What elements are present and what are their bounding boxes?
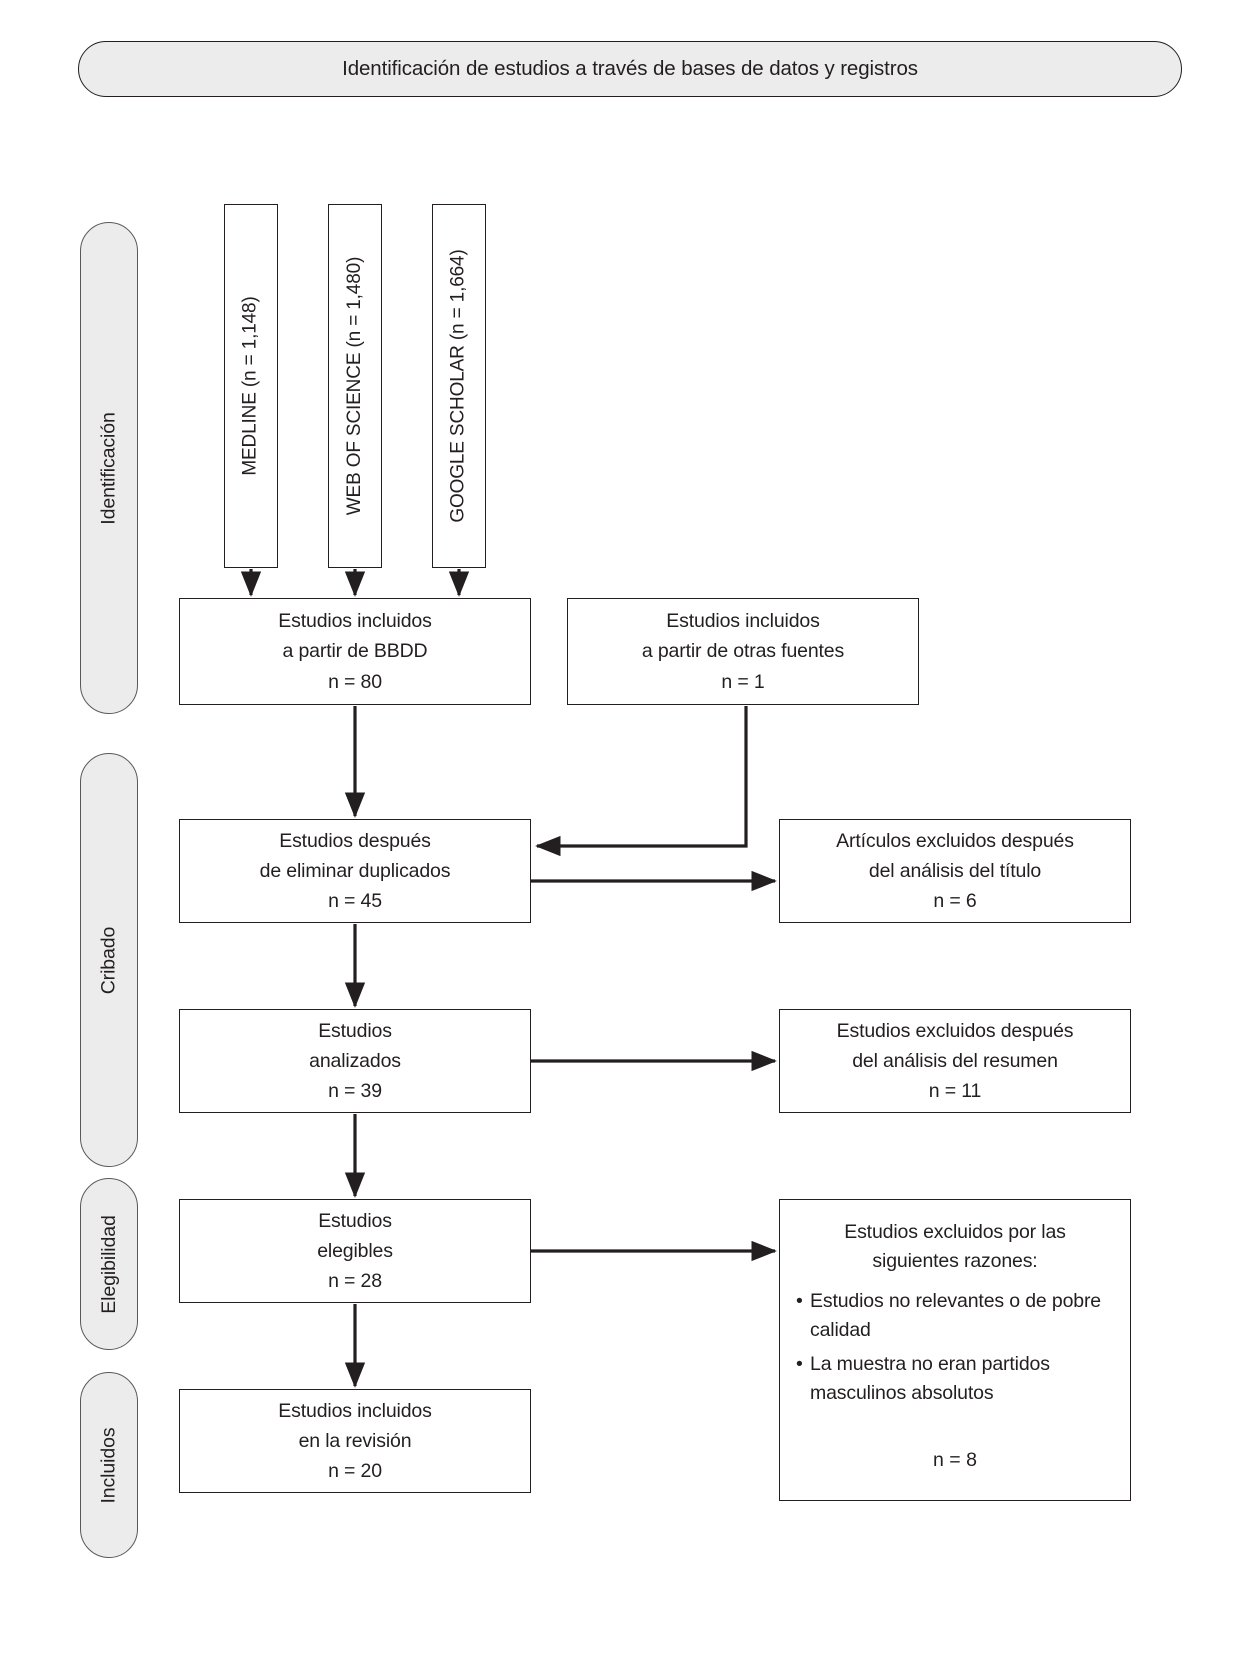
box-line: de eliminar duplicados: [259, 859, 451, 882]
stage-pill-elegibilidad: Elegibilidad: [80, 1178, 138, 1350]
stage-label-incluidos: Incluidos: [97, 1426, 120, 1504]
box-line: Estudios: [318, 1019, 392, 1042]
box-line: Estudios incluidos: [278, 610, 432, 633]
source-box-web-of-science: WEB OF SCIENCE (n = 1,480): [328, 204, 382, 568]
box-after-removing-duplicates: Estudios después de eliminar duplicados …: [179, 819, 531, 923]
box-count: n = 1: [721, 670, 765, 693]
stage-label-identificacion: Identificación: [97, 411, 120, 525]
stage-pill-incluidos: Incluidos: [80, 1372, 138, 1558]
reasons-heading-line1: Estudios excluidos por las: [844, 1221, 1066, 1243]
stage-label-elegibilidad: Elegibilidad: [97, 1214, 120, 1314]
reasons-total-count: n = 8: [933, 1449, 977, 1471]
box-line: a partir de otras fuentes: [641, 640, 845, 663]
box-line: Estudios incluidos: [278, 1399, 432, 1422]
box-excluded-after-title-analysis: Artículos excluidos después del análisis…: [779, 819, 1131, 923]
box-count: n = 80: [328, 670, 382, 693]
source-box-medline: MEDLINE (n = 1,148): [224, 204, 278, 568]
reasons-list: Estudios no relevantes o de pobre calida…: [796, 1287, 1114, 1414]
box-count: n = 39: [328, 1080, 382, 1103]
box-line: Estudios excluidos después: [836, 1019, 1074, 1042]
box-line: en la revisión: [298, 1429, 412, 1452]
box-line: a partir de BBDD: [282, 640, 428, 663]
reason-item: La muestra no eran partidos masculinos a…: [796, 1350, 1114, 1409]
box-included-in-review: Estudios incluidos en la revisión n = 20: [179, 1389, 531, 1493]
box-line: Artículos excluidos después: [836, 829, 1074, 852]
arrow-other-sources-to-duplicates: [535, 706, 748, 857]
box-line: elegibles: [317, 1239, 393, 1262]
source-box-google-scholar: GOOGLE SCHOLAR (n = 1,664): [432, 204, 486, 568]
box-count: n = 45: [328, 890, 382, 913]
box-eligible-studies: Estudios elegibles n = 28: [179, 1199, 531, 1303]
source-label-medline: MEDLINE (n = 1,148): [240, 296, 261, 476]
box-included-from-other-sources: Estudios incluidos a partir de otras fue…: [567, 598, 919, 705]
box-line: Estudios incluidos: [666, 610, 820, 633]
box-line: del análisis del título: [868, 859, 1042, 882]
box-line: Estudios después: [279, 829, 431, 852]
diagram-title-banner: Identificación de estudios a través de b…: [78, 41, 1182, 97]
box-excluded-after-abstract-analysis: Estudios excluidos después del análisis …: [779, 1009, 1131, 1113]
reason-item: Estudios no relevantes o de pobre calida…: [796, 1287, 1114, 1346]
box-line: Estudios: [318, 1209, 392, 1232]
box-count: n = 20: [328, 1460, 382, 1483]
source-label-google-scholar: GOOGLE SCHOLAR (n = 1,664): [448, 249, 470, 523]
stage-label-cribado: Cribado: [97, 926, 120, 994]
box-count: n = 6: [933, 890, 977, 913]
box-line: analizados: [309, 1049, 401, 1072]
box-line: del análisis del resumen: [852, 1049, 1058, 1072]
box-count: n = 11: [928, 1080, 982, 1103]
box-count: n = 28: [328, 1270, 382, 1293]
stage-pill-cribado: Cribado: [80, 753, 138, 1167]
box-studies-analyzed: Estudios analizados n = 39: [179, 1009, 531, 1113]
box-included-from-databases: Estudios incluidos a partir de BBDD n = …: [179, 598, 531, 705]
reasons-heading-line2: siguientes razones:: [872, 1250, 1038, 1273]
box-excluded-with-reasons: Estudios excluidos por las siguientes ra…: [779, 1199, 1131, 1501]
stage-pill-identificacion: Identificación: [80, 222, 138, 714]
source-label-web-of-science: WEB OF SCIENCE (n = 1,480): [344, 256, 366, 516]
diagram-title: Identificación de estudios a través de b…: [342, 57, 918, 80]
